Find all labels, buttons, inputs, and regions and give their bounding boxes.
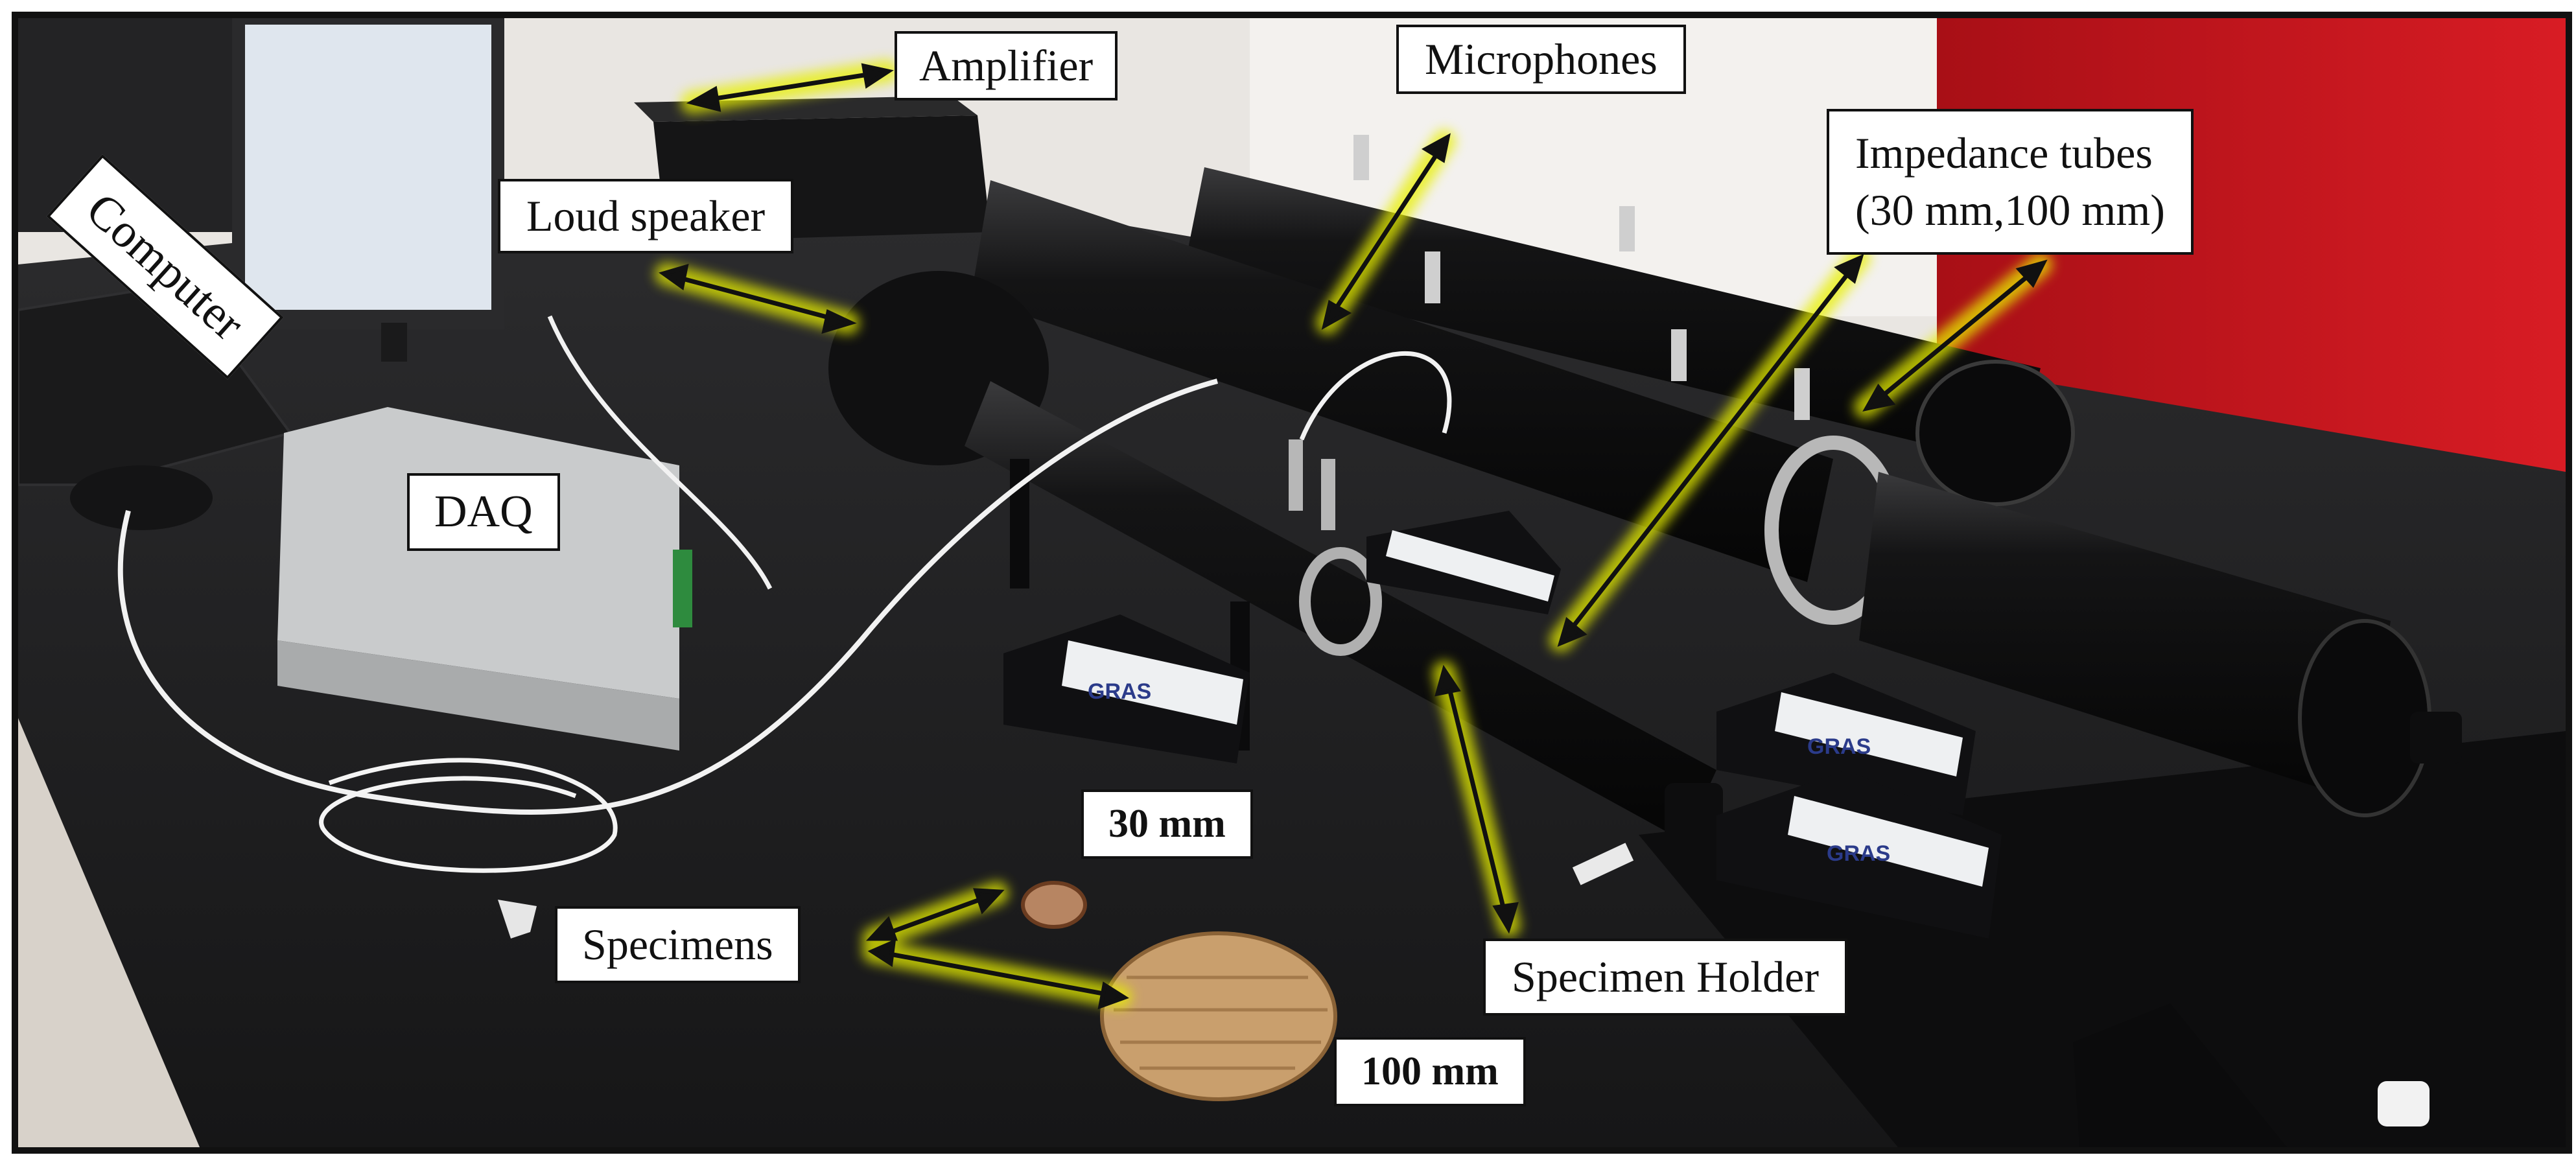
microphone-post xyxy=(1671,329,1687,381)
gras-module: GRAS xyxy=(1716,673,1976,815)
daq-connector xyxy=(673,550,692,627)
cable-coil xyxy=(319,758,618,873)
daq-front xyxy=(277,640,679,751)
label-30mm: 30 mm xyxy=(1081,789,1253,859)
white-cap xyxy=(2378,1081,2430,1126)
label-impedance-tubes-line2: (30 mm,100 mm) xyxy=(1855,185,2165,235)
label-specimens: Specimens xyxy=(555,906,801,983)
microphone-post xyxy=(1425,251,1440,303)
arrow-specimen-100mm xyxy=(882,950,1114,998)
tube-100mm-end-cap xyxy=(2298,619,2431,817)
specimen-30mm xyxy=(1021,881,1087,929)
tube-spare xyxy=(2073,1003,2287,1147)
arrow-impedance-100mm xyxy=(1873,269,2036,404)
label-100mm: 100 mm xyxy=(1334,1037,1526,1106)
arrow-loudspeaker xyxy=(672,274,842,323)
arrow-specimen-holder xyxy=(1445,680,1508,918)
photo-frame: GRAS GRAS GRAS xyxy=(12,12,2572,1154)
cable xyxy=(117,379,1219,815)
small-plug xyxy=(498,900,537,939)
svg-text:GRAS: GRAS xyxy=(1807,734,1871,759)
tube-100mm-front xyxy=(971,180,1833,582)
label-loud-speaker: Loud speaker xyxy=(498,179,794,253)
arrow-microphones xyxy=(1329,146,1443,318)
specimen-100mm xyxy=(1100,931,1337,1101)
daq-device xyxy=(277,407,679,699)
cable xyxy=(547,315,773,590)
tube-30mm-ring xyxy=(1299,547,1382,656)
mouse xyxy=(70,465,213,530)
pointer-arrows xyxy=(659,63,2048,1010)
cable xyxy=(1299,351,1452,441)
microphone-post xyxy=(1353,135,1369,180)
gras-module: GRAS xyxy=(1003,614,1250,764)
bench-edge-floor xyxy=(18,718,200,1147)
specimen-100mm-texture xyxy=(1114,975,1328,1070)
tube-100mm-knob xyxy=(2410,712,2462,764)
arrow-impedance-30mm xyxy=(1565,266,1855,636)
label-daq: DAQ xyxy=(407,473,560,551)
microphone-post xyxy=(1794,368,1810,420)
monitor-stand xyxy=(381,323,407,362)
arrow-amplifier xyxy=(698,70,881,104)
label-microphones: Microphones xyxy=(1396,25,1686,94)
label-amplifier: Amplifier xyxy=(895,31,1118,100)
tube-100mm-back-cap xyxy=(1915,360,2075,506)
tube-30mm-holder-knob xyxy=(1665,783,1723,841)
label-impedance-tubes: Impedance tubes (30 mm,100 mm) xyxy=(1827,109,2194,255)
monitor-screen xyxy=(245,25,491,310)
arrow-specimen-30mm xyxy=(879,893,992,939)
tube-30mm-mic xyxy=(1321,459,1335,530)
tube-100mm-back xyxy=(1185,167,2041,465)
svg-text:GRAS: GRAS xyxy=(1088,679,1151,704)
label-specimen-holder: Specimen Holder xyxy=(1483,939,1847,1016)
tube-100mm-extension xyxy=(1859,472,2391,802)
plug-key xyxy=(1572,843,1634,885)
svg-text:GRAS: GRAS xyxy=(1827,841,1890,866)
tube-30mm xyxy=(965,381,1716,841)
tube-30mm-mic xyxy=(1289,439,1303,511)
gras-module: GRAS xyxy=(1716,770,2002,939)
label-impedance-tubes-line1: Impedance tubes xyxy=(1855,128,2153,178)
gras-module xyxy=(1366,511,1561,614)
microphone-post xyxy=(1619,206,1635,251)
